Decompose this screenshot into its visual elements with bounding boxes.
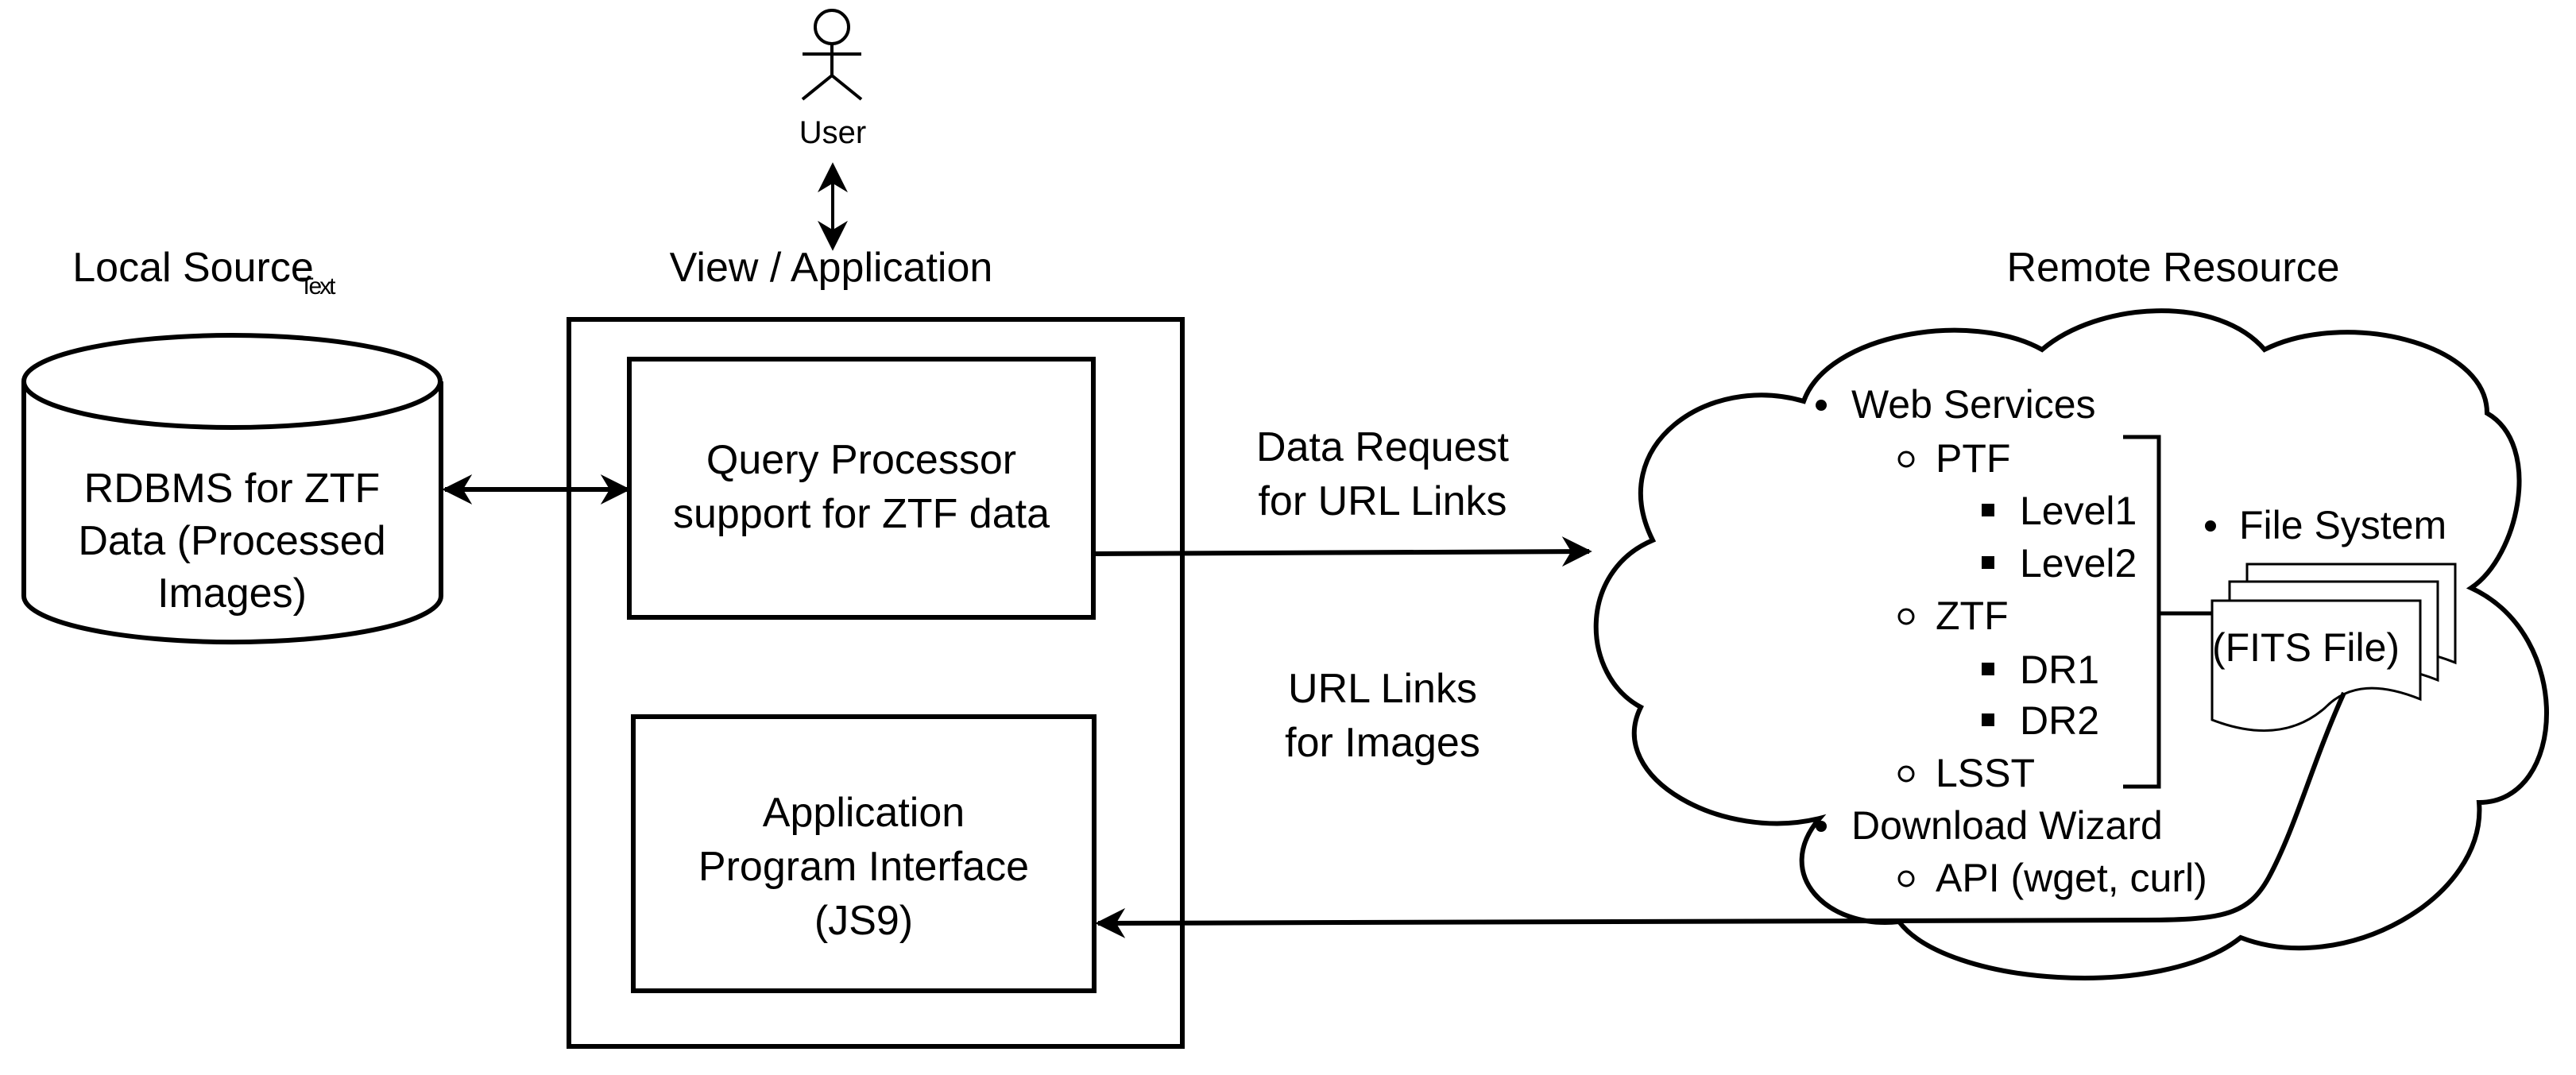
api-box	[631, 714, 1097, 993]
level2-bullet	[1982, 556, 1994, 569]
query-processor-box	[627, 357, 1096, 620]
api-tools-label: API (wget, curl)	[1936, 856, 2207, 900]
data-request-label-line-2: for URL Links	[1258, 478, 1507, 524]
file-system-bullet	[2205, 520, 2216, 532]
dr1-label: DR1	[2020, 648, 2099, 692]
rdbms-label-line-3: Images)	[157, 570, 307, 617]
query-processor-line-1: Query Processor	[706, 437, 1016, 483]
local-source-stray-text: Text	[299, 273, 336, 300]
level1-bullet	[1982, 504, 1994, 516]
user-left-leg	[801, 74, 834, 101]
rdbms-label-line-2: Data (Processed	[78, 518, 385, 564]
ptf-label: PTF	[1936, 436, 2010, 481]
level2-label: Level2	[2020, 541, 2137, 586]
ztf-bullet	[1897, 608, 1915, 625]
lsst-label: LSST	[1936, 751, 2035, 795]
view-application-box	[567, 317, 1185, 1049]
remote-resource-title: Remote Resource	[2006, 245, 2339, 291]
user-label: User	[799, 115, 866, 150]
fits-file-label: (FITS File)	[2212, 625, 2400, 670]
url-links-label-line-2: for Images	[1285, 720, 1480, 766]
ptf-bullet	[1897, 450, 1915, 468]
dr2-bullet	[1982, 713, 1994, 726]
data-request-arrow	[1093, 536, 1592, 567]
rdbms-database	[21, 333, 443, 645]
url-links-label-line-1: URL Links	[1288, 666, 1477, 712]
dr1-bullet	[1982, 663, 1994, 675]
web-services-label: Web Services	[1851, 382, 2096, 427]
remote-cloud	[1593, 308, 2549, 980]
web-services-bullet	[1816, 400, 1827, 411]
url-links-return-arrow	[1095, 691, 2346, 938]
user-head	[814, 9, 850, 45]
download-wizard-bullet	[1816, 821, 1827, 832]
rdbms-label-line-1: RDBMS for ZTF	[84, 466, 381, 512]
user-actor	[801, 9, 863, 101]
data-request-label-line-1: Data Request	[1256, 424, 1510, 470]
user-right-leg	[830, 74, 863, 101]
dr2-label: DR2	[2020, 698, 2099, 743]
fits-file-stack	[2210, 563, 2457, 732]
ztf-label: ZTF	[1936, 594, 2009, 638]
local-source-title: Local Source	[72, 245, 314, 291]
query-processor-line-2: support for ZTF data	[673, 491, 1050, 537]
level1-label: Level1	[2020, 489, 2137, 533]
file-system-label: File System	[2239, 503, 2446, 547]
download-wizard-label: Download Wizard	[1851, 803, 2163, 848]
lsst-bullet	[1897, 765, 1915, 783]
api-box-line-2: Program Interface	[698, 844, 1029, 890]
api-box-line-1: Application	[763, 790, 965, 836]
api-tools-bullet	[1897, 870, 1915, 887]
api-box-line-3: (JS9)	[814, 898, 913, 944]
view-application-title: View / Application	[670, 245, 993, 291]
